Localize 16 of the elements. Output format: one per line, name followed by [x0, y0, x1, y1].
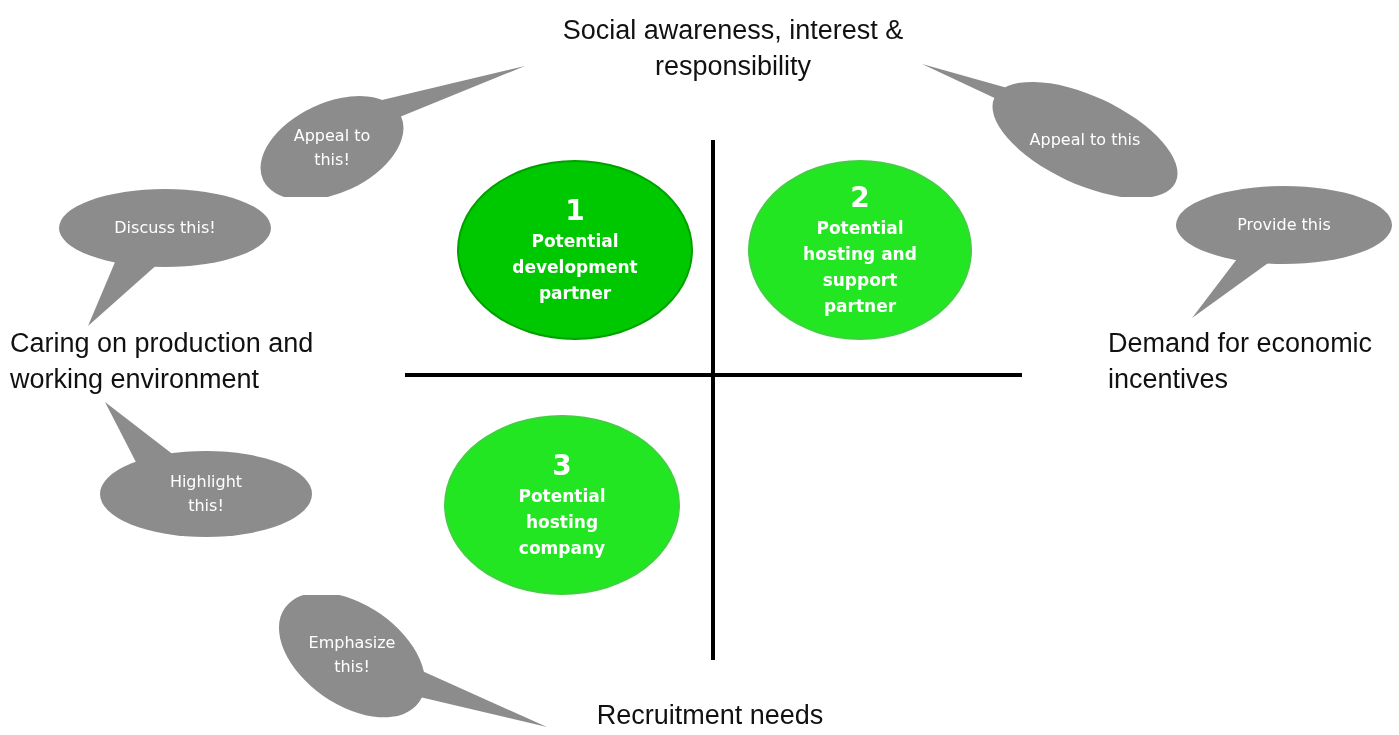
bubble-text: Highlight this! — [168, 471, 244, 517]
axis-label: Caring on production and working environment — [10, 327, 315, 396]
circle-label: Potential development partner — [511, 230, 639, 305]
bubble-text: Appeal to this — [1028, 129, 1142, 151]
circle-number: 2 — [850, 181, 870, 215]
circle-label: Potential hosting company — [517, 485, 607, 560]
axis-label: Social awareness, interest & responsibility — [561, 14, 905, 83]
circle-label: Potential hosting and support partner — [802, 217, 918, 318]
axis-label: Recruitment needs — [595, 699, 825, 732]
bubble-text: Emphasize this! — [307, 632, 397, 678]
circle-number: 1 — [565, 194, 585, 228]
bubble-text: Provide this — [1236, 214, 1332, 236]
bubble-text: Discuss this! — [113, 217, 217, 239]
axis-label: Demand for economic incentives — [1108, 327, 1374, 396]
bubble-text: Appeal to this! — [292, 125, 372, 171]
circle-number: 3 — [552, 449, 572, 483]
